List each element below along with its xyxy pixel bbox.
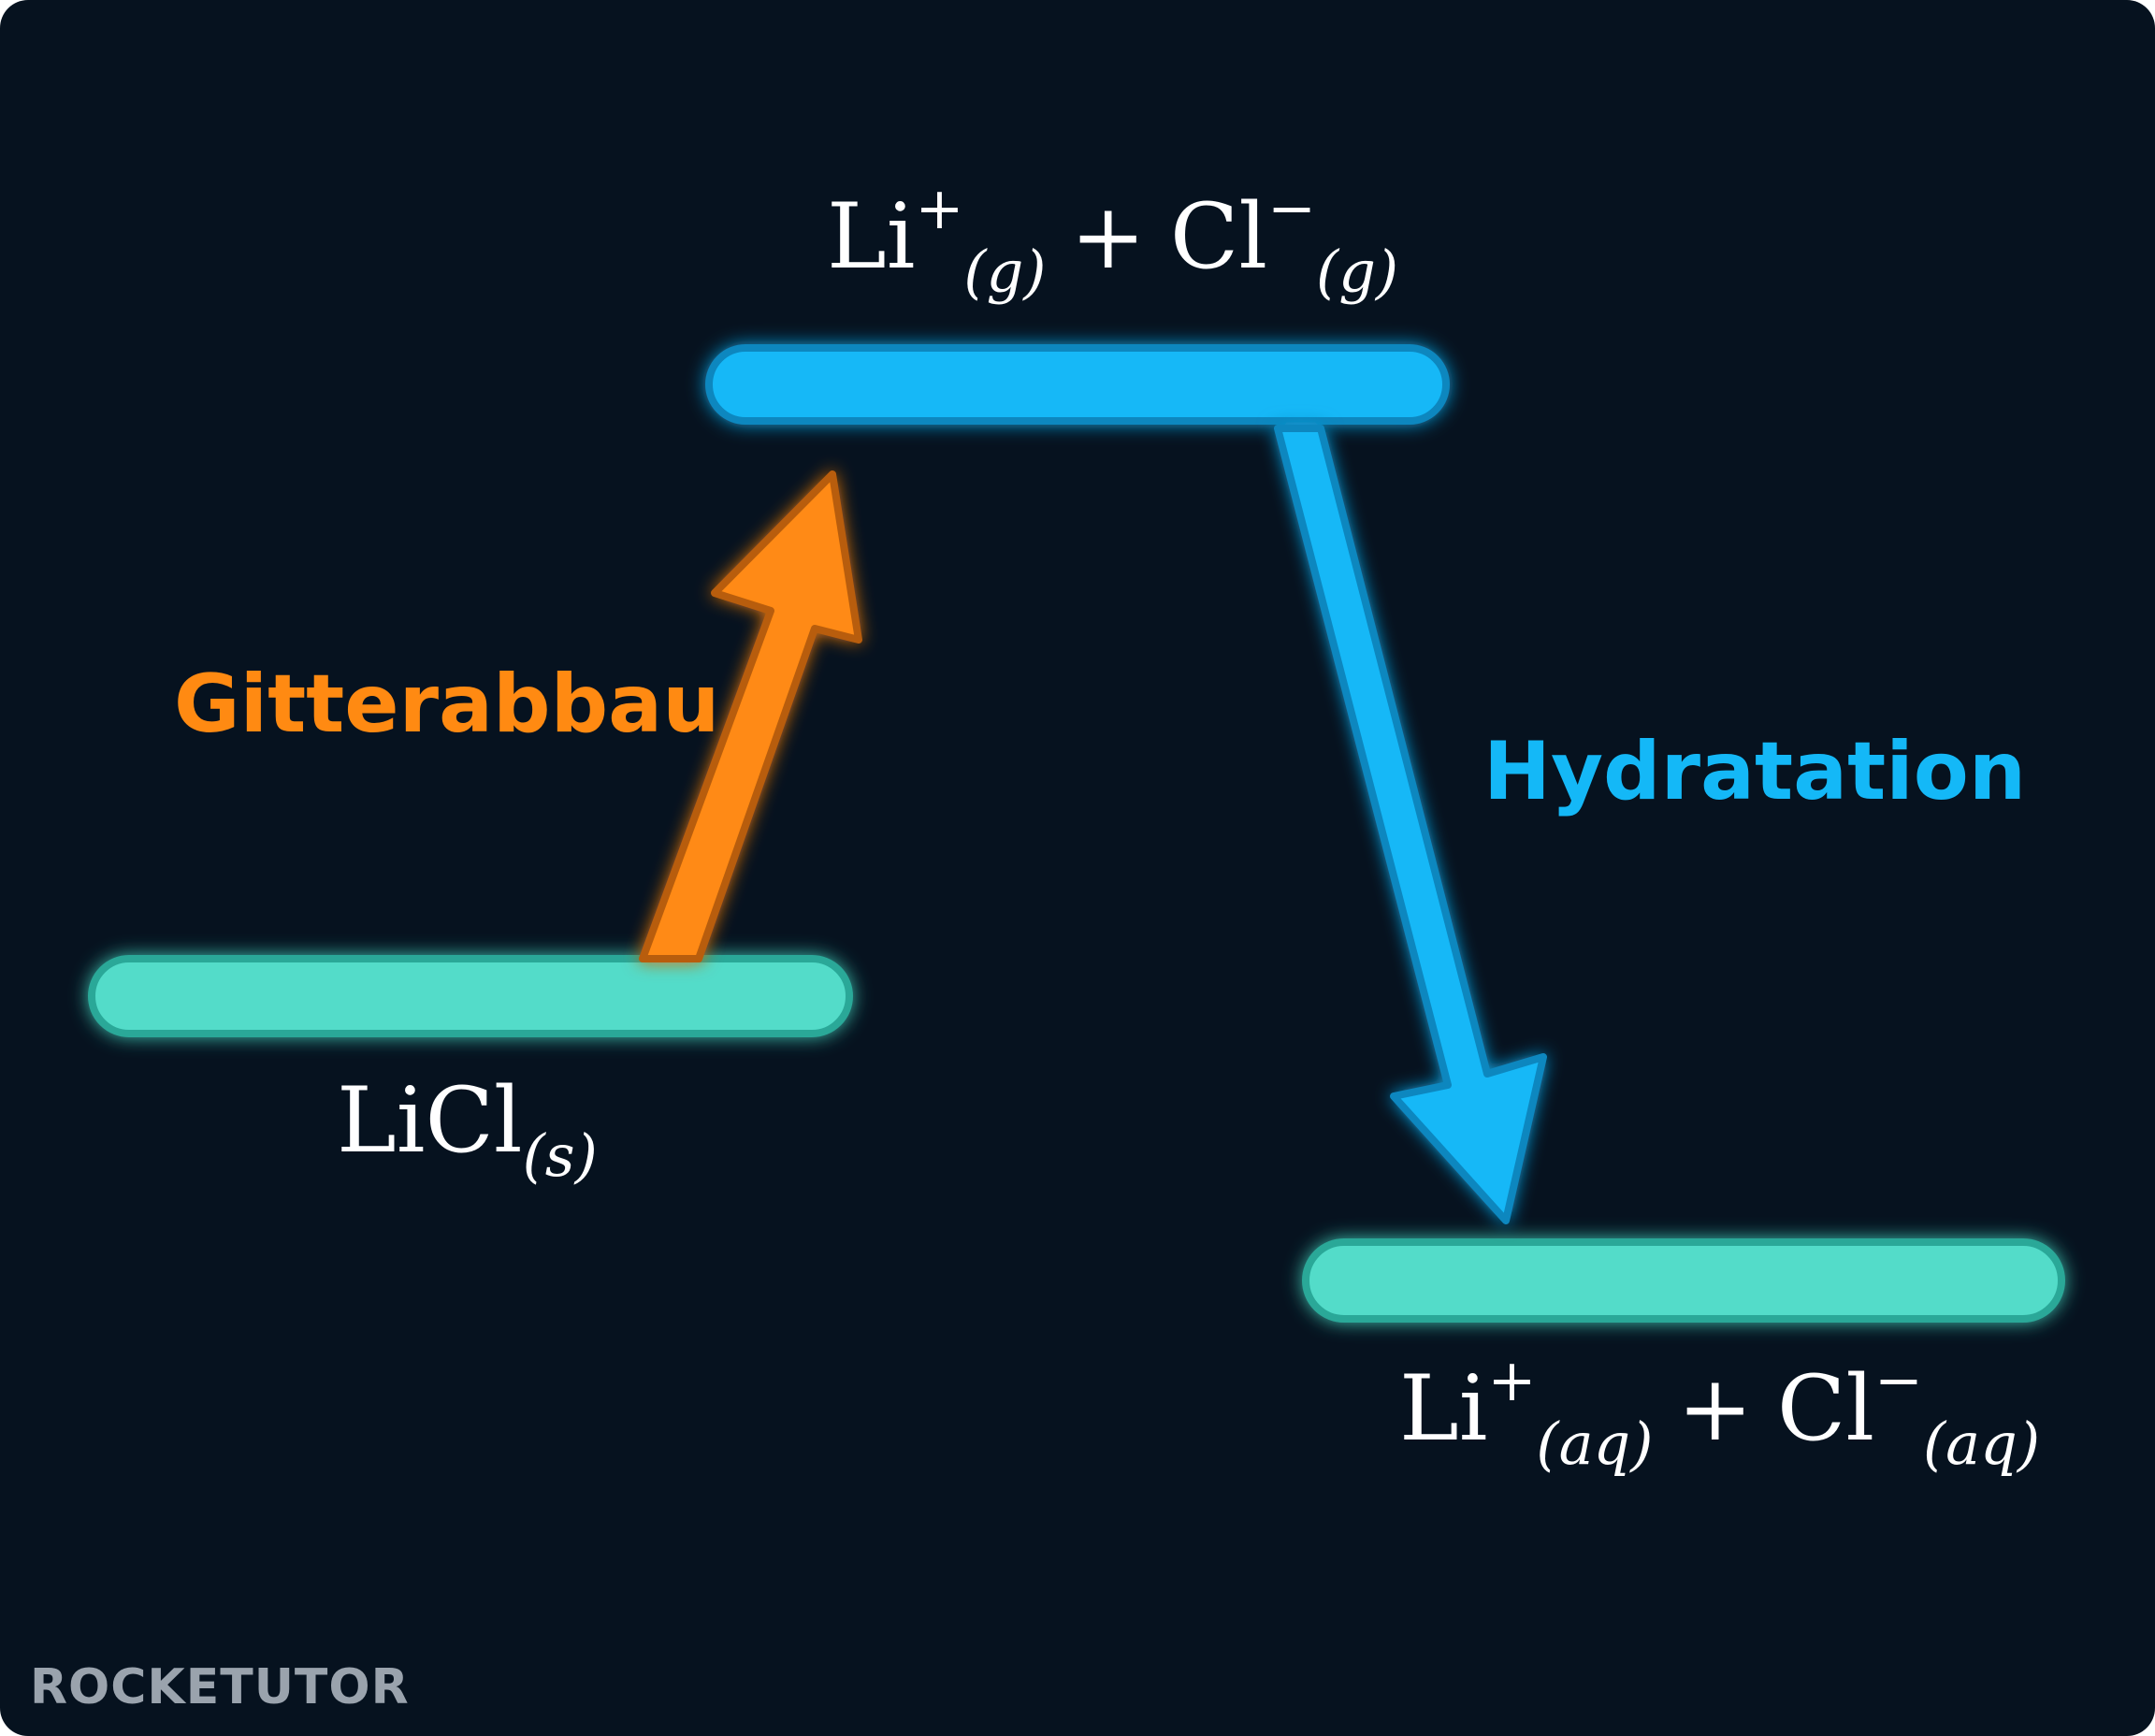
solid-formula: LiCl(s) bbox=[337, 1076, 598, 1185]
aq-cl-symbol: Cl bbox=[1776, 1356, 1875, 1461]
aq-li-state: (aq) bbox=[1536, 1410, 1654, 1478]
gas-li-symbol: Li bbox=[827, 184, 916, 289]
gas-li-state: (g) bbox=[963, 238, 1047, 306]
aq-li-symbol: Li bbox=[1399, 1356, 1488, 1461]
gas-cl-state: (g) bbox=[1316, 238, 1399, 306]
rocketutor-logo: ROCKETUTOR bbox=[30, 1659, 410, 1715]
aq-plus-operator: + bbox=[1677, 1356, 1753, 1461]
gas-ions-formula: Li+(g)+Cl−(g) bbox=[827, 180, 1398, 301]
solid-state: (s) bbox=[522, 1121, 598, 1190]
aq-li-charge: + bbox=[1487, 1346, 1537, 1414]
logo-text: ROCKETUTOR bbox=[30, 1659, 410, 1715]
hydration-arrow bbox=[1274, 425, 1547, 1224]
solid-level-bar bbox=[88, 955, 853, 1037]
lattice-breakdown-label: Gitterabbau bbox=[174, 658, 720, 751]
gas-cl-charge: − bbox=[1267, 174, 1317, 242]
hydration-label: Hydratation bbox=[1483, 725, 2027, 818]
aq-cl-charge: − bbox=[1874, 1346, 1923, 1414]
gas-cl-symbol: Cl bbox=[1169, 184, 1268, 289]
aq-cl-state: (aq) bbox=[1922, 1410, 2041, 1478]
gas-ions-level-bar bbox=[705, 344, 1450, 425]
aqueous-ions-formula: Li+(aq)+Cl−(aq) bbox=[1399, 1352, 2040, 1473]
gas-li-charge: + bbox=[915, 174, 964, 242]
solid-compound: LiCl bbox=[337, 1068, 523, 1173]
gas-plus-operator: + bbox=[1070, 184, 1146, 289]
aqueous-ions-level-bar bbox=[1302, 1238, 2065, 1323]
lattice-breakdown-arrow bbox=[639, 470, 862, 962]
